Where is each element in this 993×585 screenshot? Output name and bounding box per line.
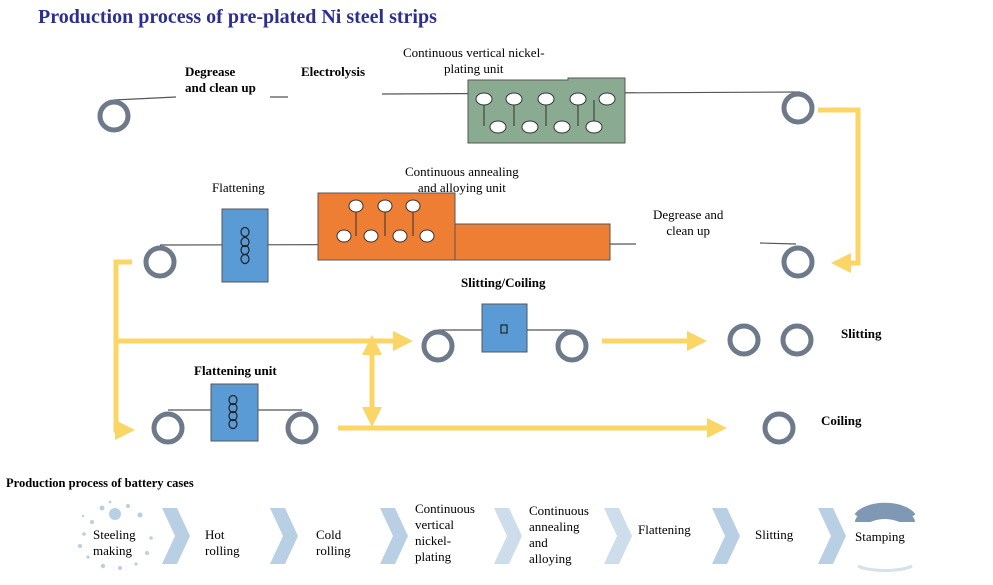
step-stamping: Stamping [855, 529, 905, 545]
nickel-plating-tank [467, 77, 626, 144]
step-line: Steeling [93, 527, 136, 542]
battery-section-title: Production process of battery cases [6, 476, 194, 490]
roll-flat-right [285, 411, 319, 445]
step-line: annealing [529, 519, 580, 534]
label-degrease-right: Degrease and clean up [653, 207, 723, 239]
step-line: Slitting [755, 527, 794, 542]
step-slitting: Slitting [755, 527, 793, 543]
step-line: alloying [529, 551, 572, 566]
step-line: nickel- [415, 533, 452, 548]
steel-dots-decoration [78, 500, 153, 570]
label-nickel-unit: Continuous vertical nickel- plating unit [403, 45, 545, 77]
flow-left-down [113, 259, 136, 440]
step-line: making [93, 543, 132, 558]
label-line: Degrease [185, 64, 236, 79]
chevron-1 [162, 508, 190, 564]
label-line: plating unit [443, 61, 504, 76]
label-electrolysis: Electrolysis [301, 64, 366, 79]
chevron-7 [818, 508, 846, 564]
roll-top-right [781, 91, 815, 125]
slitter-unit [481, 303, 528, 353]
coil-rolls [97, 91, 815, 445]
roll-slitting-2 [780, 323, 814, 357]
roll-flat-left [151, 411, 185, 445]
step-cold-rolling: Cold rolling [316, 527, 351, 559]
step-line: rolling [205, 543, 240, 558]
label-line: and clean up [185, 80, 256, 95]
label-line: Degrease and [653, 207, 724, 222]
stamping-disc [854, 502, 916, 572]
annealing-furnace [317, 192, 611, 261]
battery-process-chevrons [162, 508, 846, 564]
step-line: plating [415, 549, 452, 564]
step-line: Stamping [855, 529, 905, 544]
label-line: clean up [666, 223, 711, 238]
roll-slitting-1 [727, 323, 761, 357]
roll-uncoiler-top [97, 99, 131, 133]
label-flattening-unit: Flattening unit [194, 363, 277, 378]
roll-slitter-right [555, 329, 589, 363]
chevron-6 [712, 508, 740, 564]
flow-arrows [113, 107, 861, 440]
chevron-5 [604, 508, 632, 564]
label-line: Continuous annealing [405, 164, 519, 179]
step-line: Continuous [529, 503, 589, 518]
step-line: Flattening [638, 522, 691, 537]
flattener-top [221, 208, 269, 283]
label-line: and alloying unit [417, 180, 506, 195]
label-line: Continuous vertical nickel- [403, 45, 545, 60]
step-line: Hot [205, 527, 225, 542]
label-slitting: Slitting [841, 326, 882, 341]
step-line: rolling [316, 543, 351, 558]
roll-slitter-left [421, 329, 455, 363]
step-line: Continuous [415, 501, 475, 516]
roll-mid-left [143, 245, 177, 279]
roll-mid-right [781, 245, 815, 279]
flattening-unit-box [210, 383, 259, 442]
label-coiling: Coiling [821, 413, 862, 428]
chevron-3 [380, 508, 408, 564]
label-annealing-unit: Continuous annealing and alloying unit [405, 164, 519, 196]
step-steel-making: Steeling making [93, 527, 136, 559]
step-line: and [529, 535, 548, 550]
step-nickel-plating: Continuous vertical nickel- plating [415, 501, 475, 565]
flow-right-down [818, 107, 861, 273]
step-hot-rolling: Hot rolling [205, 527, 240, 559]
page-title: Production process of pre-plated Ni stee… [38, 6, 437, 28]
step-annealing-alloying: Continuous annealing and alloying [529, 503, 589, 567]
step-flattening: Flattening [638, 522, 691, 538]
step-line: Cold [316, 527, 342, 542]
label-slitting-coiling: Slitting/Coiling [461, 275, 546, 290]
label-degrease-top: Degrease and clean up [185, 64, 256, 96]
step-line: vertical [415, 517, 454, 532]
label-flattening: Flattening [212, 180, 265, 195]
chevron-2 [270, 508, 298, 564]
roll-coiling [762, 411, 796, 445]
chevron-4 [494, 508, 522, 564]
